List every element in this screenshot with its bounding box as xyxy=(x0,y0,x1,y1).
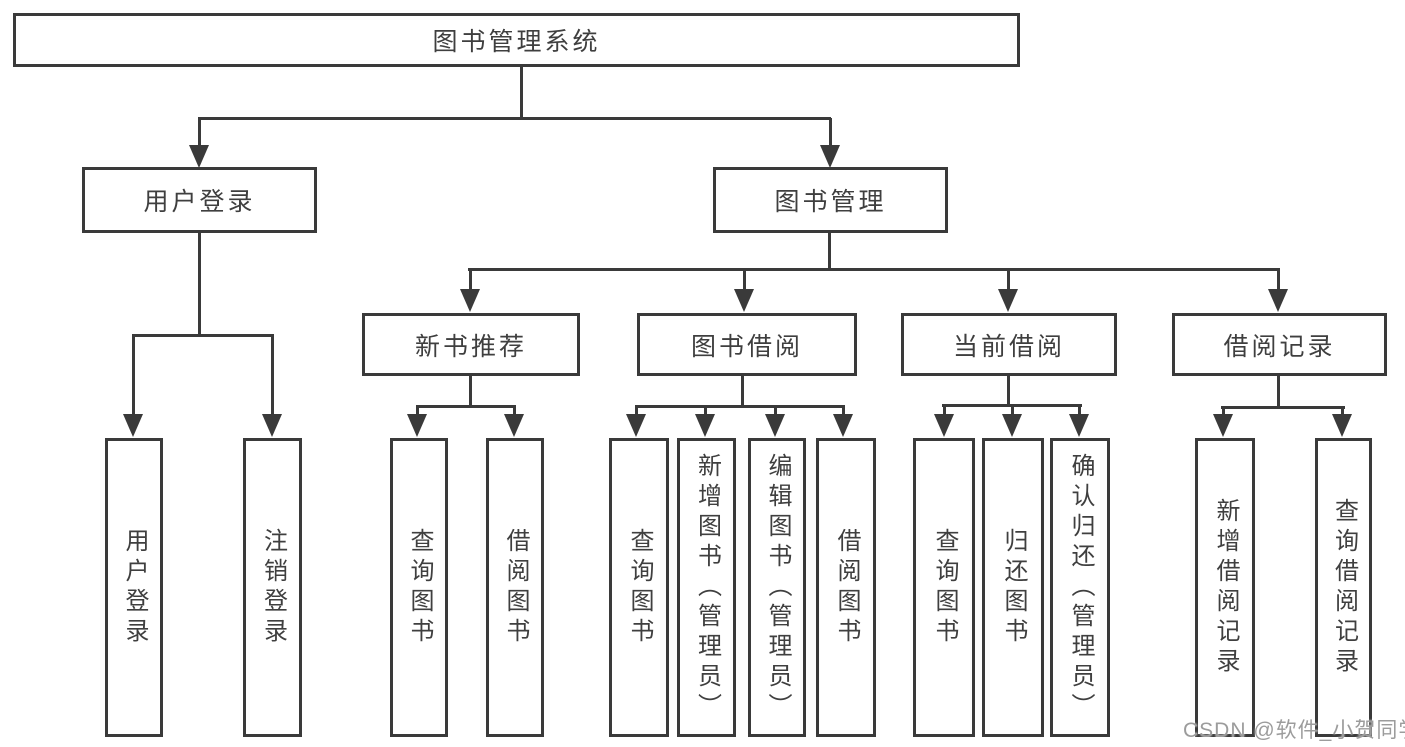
connector-line xyxy=(198,118,201,146)
node-return-books: 归还图书 xyxy=(982,438,1044,737)
connector-line xyxy=(469,374,472,407)
arrowhead-down-icon xyxy=(1002,414,1022,437)
arrowhead-down-icon xyxy=(407,414,427,437)
node-current-borrowing: 当前借阅 xyxy=(901,313,1117,376)
connector-line xyxy=(469,269,472,290)
connector-line xyxy=(520,66,523,119)
node-borrow-books: 借阅图书 xyxy=(816,438,876,737)
connector-line xyxy=(468,268,1280,271)
node-label: 借阅记录 xyxy=(1223,332,1336,361)
node-borrow-books-recommend: 借阅图书 xyxy=(486,438,544,737)
arrowhead-down-icon xyxy=(734,289,754,312)
arrowhead-down-icon xyxy=(626,414,646,437)
connector-line xyxy=(198,117,831,120)
connector-line xyxy=(828,232,831,270)
node-edit-books-admin: 编辑图书（管理员） xyxy=(748,438,806,737)
node-book-management: 图书管理 xyxy=(713,167,948,233)
node-query-books-current: 查询图书 xyxy=(913,438,975,737)
connector-line xyxy=(1277,374,1280,408)
arrowhead-down-icon xyxy=(820,145,840,168)
node-label: 图书借阅 xyxy=(690,332,803,361)
connector-line xyxy=(513,406,516,416)
node-borrowing-records: 借阅记录 xyxy=(1172,313,1387,376)
connector-line xyxy=(1222,407,1225,416)
node-user-login-leaf: 用户登录 xyxy=(105,438,163,737)
connector-line xyxy=(743,269,746,290)
arrowhead-down-icon xyxy=(1213,414,1233,437)
arrowhead-down-icon xyxy=(189,145,209,168)
connector-line xyxy=(1277,269,1280,290)
node-label: 当前借阅 xyxy=(952,332,1065,361)
node-label: 图书管理 xyxy=(774,188,887,216)
node-label: 查询图书 xyxy=(931,527,958,648)
node-label: 注销登录 xyxy=(259,527,287,648)
node-logout: 注销登录 xyxy=(243,438,302,737)
node-user-login: 用户登录 xyxy=(82,167,317,233)
arrowhead-down-icon xyxy=(460,289,480,312)
node-label: 编辑图书（管理员） xyxy=(764,452,791,723)
connector-line xyxy=(741,374,744,407)
arrowhead-down-icon xyxy=(1268,289,1288,312)
node-library-management-system: 图书管理系统 xyxy=(13,13,1020,67)
arrowhead-down-icon xyxy=(695,414,715,437)
arrowhead-down-icon xyxy=(1069,414,1089,437)
node-label: 确认归还（管理员） xyxy=(1067,452,1094,723)
connector-line xyxy=(271,335,274,415)
arrowhead-down-icon xyxy=(833,414,853,437)
node-label: 图书管理系统 xyxy=(432,28,601,56)
connector-line xyxy=(1007,269,1010,290)
connector-line xyxy=(1011,405,1014,416)
arrowhead-down-icon xyxy=(262,414,282,437)
node-label: 归还图书 xyxy=(1000,527,1027,648)
node-new-book-recommendation: 新书推荐 xyxy=(362,313,580,376)
node-label: 新增借阅记录 xyxy=(1212,497,1239,678)
connector-line xyxy=(132,334,274,337)
node-query-books-recommend: 查询图书 xyxy=(390,438,448,737)
connector-line xyxy=(704,406,707,416)
connector-line xyxy=(416,405,516,408)
node-label: 查询图书 xyxy=(626,527,653,648)
connector-line xyxy=(1221,406,1345,409)
connector-line xyxy=(829,118,832,146)
arrowhead-down-icon xyxy=(1332,414,1352,437)
node-add-books-admin: 新增图书（管理员） xyxy=(677,438,736,737)
node-label: 新书推荐 xyxy=(414,332,527,361)
connector-line xyxy=(1341,407,1344,416)
arrowhead-down-icon xyxy=(504,414,524,437)
node-confirm-return-admin: 确认归还（管理员） xyxy=(1050,438,1110,737)
node-label: 用户登录 xyxy=(121,527,148,648)
node-label: 新增图书（管理员） xyxy=(693,452,721,723)
connector-line xyxy=(416,406,419,416)
connector-line xyxy=(635,405,845,408)
connector-line xyxy=(635,406,638,416)
arrowhead-down-icon xyxy=(765,414,785,437)
node-add-borrow-record: 新增借阅记录 xyxy=(1195,438,1255,737)
node-label: 查询图书 xyxy=(406,527,433,648)
csdn-watermark: CSDN @软件_小贺同学 xyxy=(1183,719,1405,742)
node-query-borrow-record: 查询借阅记录 xyxy=(1315,438,1372,737)
connector-line xyxy=(943,405,946,416)
arrowhead-down-icon xyxy=(123,414,143,437)
connector-line xyxy=(132,335,135,415)
node-label: 借阅图书 xyxy=(833,527,860,648)
connector-line xyxy=(1078,405,1081,416)
connector-line xyxy=(842,406,845,416)
node-label: 用户登录 xyxy=(143,188,256,216)
connector-line xyxy=(1007,374,1010,406)
arrowhead-down-icon xyxy=(998,289,1018,312)
node-book-borrowing: 图书借阅 xyxy=(637,313,857,376)
node-label: 借阅图书 xyxy=(502,527,529,648)
node-label: 查询借阅记录 xyxy=(1330,497,1358,678)
arrowhead-down-icon xyxy=(934,414,954,437)
node-query-books-borrowing: 查询图书 xyxy=(609,438,669,737)
connector-line xyxy=(198,232,201,336)
connector-line xyxy=(774,406,777,416)
